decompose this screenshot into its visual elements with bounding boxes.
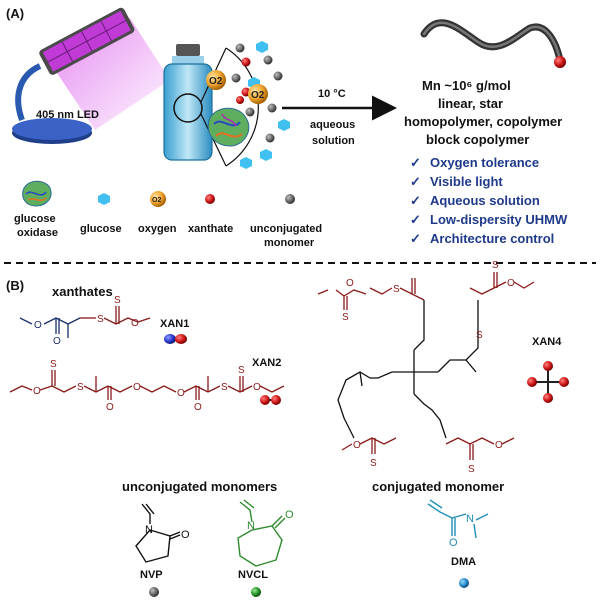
legend-oxygen-icon xyxy=(150,191,166,207)
nvcl-atom-o: O xyxy=(285,509,294,521)
condition-temp: 10 °C xyxy=(318,88,346,100)
legend-label-glucose: glucose xyxy=(80,223,122,235)
xan2-atom-o2: O xyxy=(106,402,114,413)
legend-label-xanthate: xanthate xyxy=(188,223,233,235)
xan2-atom-o3: O xyxy=(133,382,141,393)
feature-check-1: ✓ xyxy=(410,155,421,170)
dma-atom-n: N xyxy=(466,513,474,525)
nvcl-atom-n: N xyxy=(247,520,255,532)
xan4-atom-o4: O xyxy=(495,440,503,451)
feature-check-5: ✓ xyxy=(410,231,421,246)
xan1-atom-s1: S xyxy=(97,314,104,325)
xan2-atom-s1: S xyxy=(50,359,57,370)
feature-2: Visible light xyxy=(430,174,503,189)
xan1-atom-o2: O xyxy=(53,336,61,347)
xan4-atom-s6: S xyxy=(468,464,475,475)
nvcl-structure xyxy=(237,499,286,567)
reaction-vial-icon xyxy=(163,44,227,167)
xan2-bead-icon xyxy=(260,395,281,405)
feature-check-3: ✓ xyxy=(410,193,421,208)
legend-monomer-icon xyxy=(285,194,295,204)
xan4-structure xyxy=(317,272,535,460)
xan2-atom-s4: S xyxy=(238,365,245,376)
polymer-chain-icon xyxy=(420,19,566,68)
zoom-bubble: O2 O2 xyxy=(206,41,290,169)
nvcl-label: NVCL xyxy=(238,569,268,581)
legend-xanthate-icon xyxy=(205,194,215,204)
xan4-atom-s3: S xyxy=(492,260,499,271)
condition-line2: solution xyxy=(312,135,355,147)
xan1-label: XAN1 xyxy=(160,318,189,330)
xan4-label: XAN4 xyxy=(532,336,562,348)
legend-o2-symbol: O2 xyxy=(152,197,161,204)
legend-label-gox-2: oxidase xyxy=(17,227,58,239)
dma-label: DMA xyxy=(451,556,476,568)
legend-label-oxygen: oxygen xyxy=(138,223,177,235)
led-label: 405 nm LED xyxy=(36,109,99,121)
xan2-label: XAN2 xyxy=(252,357,281,369)
nvp-structure xyxy=(135,503,181,563)
feature-1: Oxygen tolerance xyxy=(430,155,539,170)
product-line2: linear, star xyxy=(438,96,503,111)
glucose-oxidase-icon xyxy=(207,107,250,147)
dma-structure xyxy=(427,499,489,539)
condition-line1: aqueous xyxy=(310,119,355,131)
feature-check-2: ✓ xyxy=(410,174,421,189)
panel-b-label: (B) xyxy=(6,278,24,293)
xan1-atom-o3: O xyxy=(131,318,139,329)
legend-glucose-icon xyxy=(98,193,110,205)
xan2-atom-s3: S xyxy=(221,382,228,393)
o2-label-2: O2 xyxy=(251,90,265,101)
legend-glucose-oxidase-icon xyxy=(22,180,52,207)
unconjugated-title: unconjugated monomers xyxy=(122,479,277,494)
xan4-atom-o1: O xyxy=(346,278,354,289)
legend-label-monomer-2: monomer xyxy=(264,237,315,249)
xan2-structure xyxy=(9,370,285,400)
xan4-atom-s1: S xyxy=(342,312,349,323)
xan4-atom-s4: S xyxy=(476,330,483,341)
nvcl-bead-icon xyxy=(251,587,261,597)
xan2-atom-o1: O xyxy=(33,386,41,397)
o2-label-1: O2 xyxy=(209,76,223,87)
xan4-bead-icon xyxy=(527,361,569,403)
xan4-atom-o3: O xyxy=(353,440,361,451)
nvp-atom-n: N xyxy=(145,524,153,536)
xanthates-title: xanthates xyxy=(52,284,113,299)
xan4-atom-o2: O xyxy=(507,278,515,289)
product-mn: Mn ~10⁶ g/mol xyxy=(422,78,511,93)
xan1-atom-s2: S xyxy=(114,295,121,306)
feature-3: Aqueous solution xyxy=(430,193,540,208)
nvp-label: NVP xyxy=(140,569,163,581)
dma-bead-icon xyxy=(459,578,469,588)
feature-4: Low-dispersity UHMW xyxy=(430,212,568,227)
feature-5: Architecture control xyxy=(430,231,554,246)
conjugated-title: conjugated monomer xyxy=(372,479,504,494)
xan2-atom-s2: S xyxy=(77,382,84,393)
xan2-atom-o4: O xyxy=(177,388,185,399)
panel-a-label: (A) xyxy=(6,6,24,21)
xan4-atom-s5: S xyxy=(370,458,377,469)
xan4-atom-s2: S xyxy=(393,284,400,295)
led-lamp-icon xyxy=(12,7,170,144)
feature-list: ✓ Oxygen tolerance ✓ Visible light ✓ Aqu… xyxy=(410,155,568,246)
nvp-atom-o: O xyxy=(181,529,190,541)
product-line3: homopolymer, copolymer xyxy=(404,114,562,129)
xan2-atom-o6: O xyxy=(253,382,261,393)
xan1-structure xyxy=(19,306,151,338)
dma-atom-o: O xyxy=(449,537,458,549)
legend-label-monomer-1: unconjugated xyxy=(250,223,322,235)
nvp-bead-icon xyxy=(149,587,159,597)
xan1-bead-icon xyxy=(164,334,187,344)
product-line4: block copolymer xyxy=(426,132,529,147)
xan2-atom-o5: O xyxy=(194,402,202,413)
xan1-atom-o1: O xyxy=(34,320,42,331)
feature-check-4: ✓ xyxy=(410,212,421,227)
legend-label-gox-1: glucose xyxy=(14,213,56,225)
legend: glucose oxidase glucose O2 oxygen xantha… xyxy=(14,180,322,249)
